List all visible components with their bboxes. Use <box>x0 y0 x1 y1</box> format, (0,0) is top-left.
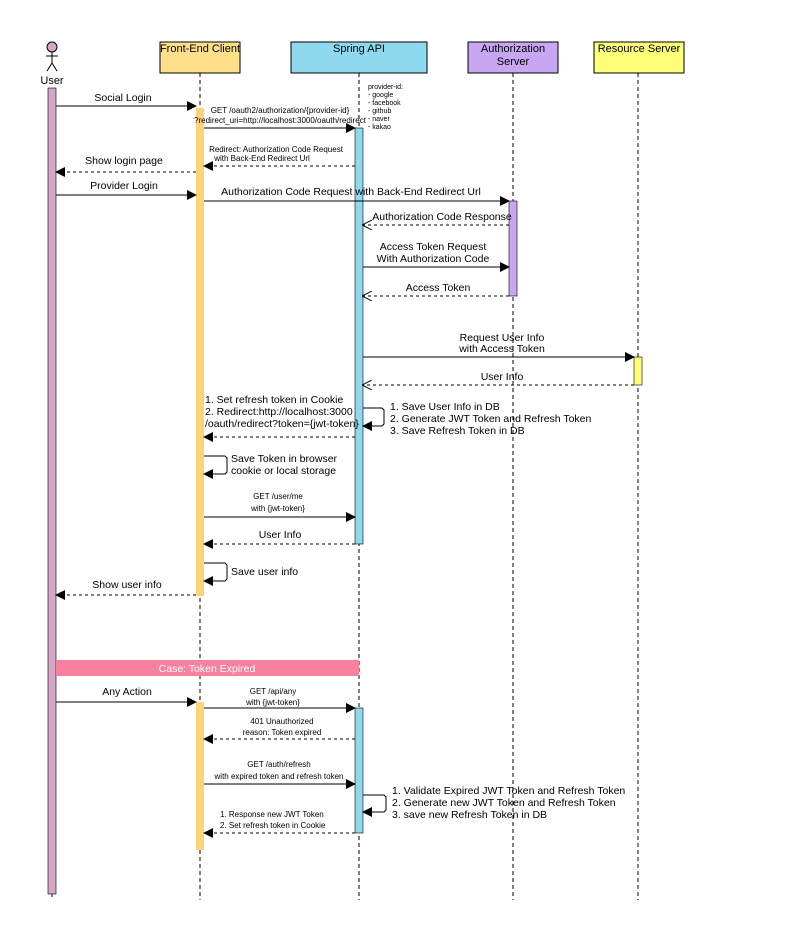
label-get-api-any-1: GET /api/any <box>250 687 297 696</box>
label-request-user-info-1: Request User Info <box>460 332 545 344</box>
provider-note-5: - naver <box>368 116 390 123</box>
label-validate-1: 1. Validate Expired JWT Token and Refres… <box>392 785 625 797</box>
label-redirect-2: with Back-End Redirect Url <box>213 154 310 163</box>
label-access-token-req-1: Access Token Request <box>380 241 487 253</box>
label-user-info-rs: User Info <box>481 371 524 383</box>
provider-note-2: - google <box>368 92 393 99</box>
label-auth-code-request: Authorization Code Request with Back-End… <box>221 186 481 198</box>
label-save-token-1: Save Token in browser <box>231 453 338 465</box>
label-set-cookie-2: 2. Redirect:http://localhost:3000 <box>205 406 353 418</box>
label-auth-code-response: Authorization Code Response <box>372 211 512 223</box>
message-labels: Social Login GET /oauth2/authorization/{… <box>85 92 625 830</box>
participant-user-label: User <box>40 75 64 87</box>
label-show-login: Show login page <box>85 155 163 167</box>
participant-api: Spring API <box>290 41 428 74</box>
label-response-new-token-2: 2. Set refresh token in Cookie <box>220 821 326 830</box>
activation-user <box>47 87 57 895</box>
label-save-token-2: cookie or local storage <box>231 465 336 477</box>
participant-resource-box <box>593 41 685 74</box>
label-get-refresh-2: with expired token and refresh token <box>214 772 344 781</box>
messages <box>55 101 635 838</box>
label-access-token-req-2: With Authorization Code <box>377 253 490 265</box>
participant-api-label: Spring API <box>333 43 385 55</box>
participant-frontend-box <box>159 41 241 74</box>
label-show-user-info: Show user info <box>92 579 162 591</box>
activation-bars <box>47 87 643 895</box>
label-get-refresh-1: GET /auth/refresh <box>247 760 310 769</box>
activation-api-1 <box>354 127 364 545</box>
provider-note-1: provider-id: <box>368 84 403 91</box>
label-response-new-token-1: 1. Response new JWT Token <box>220 810 324 819</box>
participant-api-box <box>290 41 428 74</box>
case-banner-box <box>56 660 359 676</box>
label-set-cookie-1: 1. Set refresh token in Cookie <box>205 394 343 406</box>
participant-auth-label-1: Authorization <box>481 43 545 55</box>
activation-auth-1 <box>508 200 518 297</box>
participant-resource: Resource Server <box>593 41 685 74</box>
provider-note-3: - facebook <box>368 100 401 107</box>
arrow-validate-self <box>362 794 387 817</box>
arrow-save-token <box>203 455 228 479</box>
label-unauthorized-2: reason: Token expired <box>243 728 322 737</box>
label-api-self-2: 2. Generate JWT Token and Refresh Token <box>390 413 592 425</box>
provider-note-6: - kakao <box>368 124 391 131</box>
provider-list-note: provider-id: - google - facebook - githu… <box>368 84 403 131</box>
label-get-user-me-1: GET /user/me <box>253 492 303 501</box>
participant-frontend-label: Front-End Client <box>160 43 240 55</box>
label-set-cookie-3: /oauth/redirect?token={jwt-token} <box>205 418 359 430</box>
arrow-save-user-info <box>203 562 228 586</box>
label-provider-login: Provider Login <box>90 180 158 192</box>
provider-note-4: - github <box>368 108 391 115</box>
label-any-action: Any Action <box>102 686 152 698</box>
label-api-self-3: 3. Save Refresh Token in DB <box>390 425 525 437</box>
label-get-user-me-2: with {jwt-token} <box>250 504 305 513</box>
label-validate-3: 3. save new Refresh Token in DB <box>392 809 547 821</box>
label-get-api-any-2: with {jwt-token} <box>245 698 300 707</box>
label-save-user-info: Save user info <box>231 566 298 578</box>
label-unauthorized-1: 401 Unauthorized <box>250 717 313 726</box>
participant-auth: Authorization Server <box>467 41 559 74</box>
label-request-user-info-2: with Access Token <box>458 343 545 355</box>
activation-frontend-1 <box>196 108 204 596</box>
label-user-info-api: User Info <box>259 529 302 541</box>
label-get-oauth-2: ?redirect_uri=http://localhost:3000/oaut… <box>194 116 367 125</box>
participant-frontend: Front-End Client <box>159 41 241 74</box>
participant-auth-box <box>467 41 559 74</box>
participant-user: User <box>40 41 64 87</box>
label-get-oauth-1: GET /oauth2/authorization/{provider-id} <box>211 106 350 115</box>
actor-icon <box>46 41 58 72</box>
arrow-api-self <box>362 407 385 431</box>
label-api-self-1: 1. Save User Info in DB <box>390 401 500 413</box>
label-access-token: Access Token <box>406 282 471 294</box>
label-social-login: Social Login <box>94 92 151 104</box>
case-token-expired-banner: Case: Token Expired <box>56 660 359 676</box>
participant-auth-label-2: Server <box>497 56 530 68</box>
activation-resource-1 <box>633 356 643 386</box>
case-banner-label: Case: Token Expired <box>159 663 256 675</box>
activation-api-2 <box>354 707 364 834</box>
activation-frontend-2 <box>196 702 204 850</box>
label-validate-2: 2. Generate new JWT Token and Refresh To… <box>392 797 616 809</box>
participant-resource-label: Resource Server <box>598 43 681 55</box>
label-redirect-1: Redirect: Authorization Code Request <box>209 145 344 154</box>
